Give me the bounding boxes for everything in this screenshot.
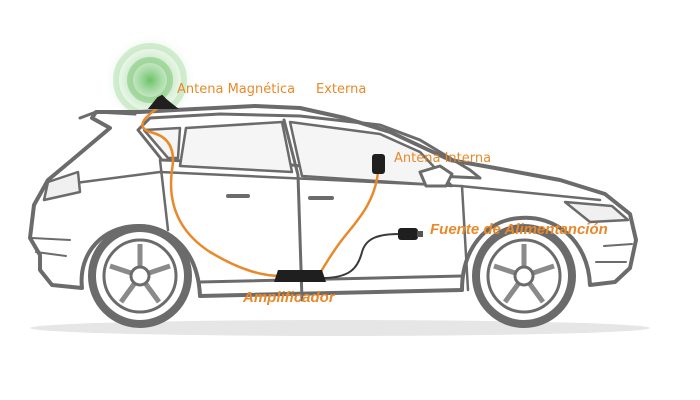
amplifier-box [274, 270, 326, 282]
internal-antenna [372, 154, 385, 174]
cables [141, 106, 401, 279]
power-cable [321, 233, 401, 279]
side-mirror [418, 164, 454, 188]
power-plug [398, 228, 423, 240]
rear-wheel [88, 224, 192, 328]
car-body [28, 104, 638, 302]
front-wheel [472, 224, 576, 328]
magnetic-antenna [147, 94, 179, 109]
power-supply-label: Fuente de Alimentanción [430, 221, 608, 238]
rear-door-window [178, 120, 294, 174]
internal-antenna-label: Antena Interna [394, 151, 492, 166]
amplifier-label: Amplificador [243, 289, 335, 306]
magnetic-antenna-label: Antena Magnética [177, 82, 296, 97]
external-antenna-cable [141, 106, 284, 278]
ground-shadow [30, 320, 650, 336]
external-label: Externa [316, 82, 367, 97]
tail-light [42, 170, 82, 202]
internal-antenna-cable [316, 170, 380, 278]
head-light [563, 200, 630, 224]
